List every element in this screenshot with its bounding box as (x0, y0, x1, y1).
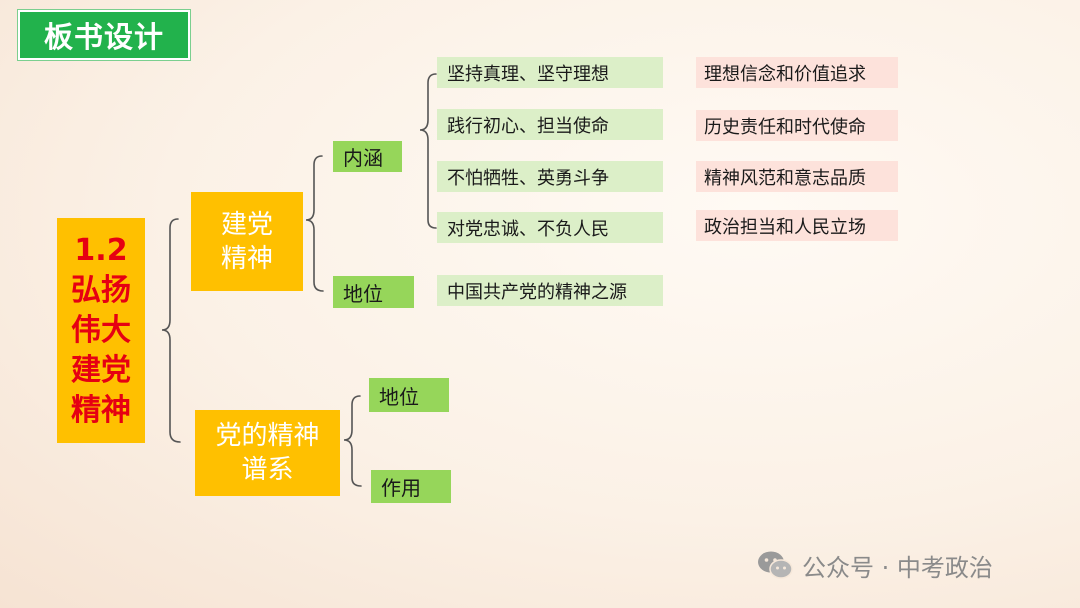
neihan-note: 政治担当和人民立场 (696, 210, 898, 241)
branch-jiandang-jingshen: 建党 精神 (191, 192, 303, 291)
root-line: 1.2 (74, 232, 128, 268)
node-puxi-diwei: 地位 (369, 378, 449, 412)
neihan-item: 坚持真理、坚守理想 (437, 57, 663, 88)
branch-line: 党的精神 (215, 421, 320, 451)
node-puxi-zuoyong: 作用 (371, 470, 451, 503)
branch-line: 精神 (220, 243, 273, 274)
watermark-text: 公众号 · 中考政治 (802, 553, 993, 582)
root-line: 建党 (71, 352, 131, 388)
neihan-item: 对党忠诚、不负人民 (437, 212, 663, 243)
neihan-item: 践行初心、担当使命 (437, 109, 663, 140)
root-line: 弘扬 (71, 272, 131, 308)
bracket-neihan (419, 73, 437, 229)
page-title: 板书设计 (18, 10, 190, 60)
bracket-branch2 (343, 395, 362, 487)
wechat-icon (758, 551, 793, 579)
branch-jingshen-puxi: 党的精神 谱系 (195, 410, 340, 496)
bracket-branch1 (305, 155, 324, 292)
diwei-item: 中国共产党的精神之源 (437, 275, 663, 306)
branch-line: 建党 (220, 209, 273, 240)
neihan-note: 精神风范和意志品质 (696, 161, 898, 192)
root-topic: 1.2 弘扬 伟大 建党 精神 (57, 218, 145, 443)
node-diwei: 地位 (333, 276, 414, 308)
watermark: 公众号 · 中考政治 (756, 545, 993, 585)
neihan-note: 理想信念和价值追求 (696, 57, 898, 88)
bracket-root (161, 218, 181, 443)
node-neihan: 内涵 (333, 141, 402, 172)
neihan-item: 不怕牺牲、英勇斗争 (437, 161, 663, 192)
neihan-note: 历史责任和时代使命 (696, 110, 898, 141)
root-line: 伟大 (71, 312, 131, 348)
branch-line: 谱系 (241, 455, 294, 485)
root-line: 精神 (71, 392, 131, 428)
